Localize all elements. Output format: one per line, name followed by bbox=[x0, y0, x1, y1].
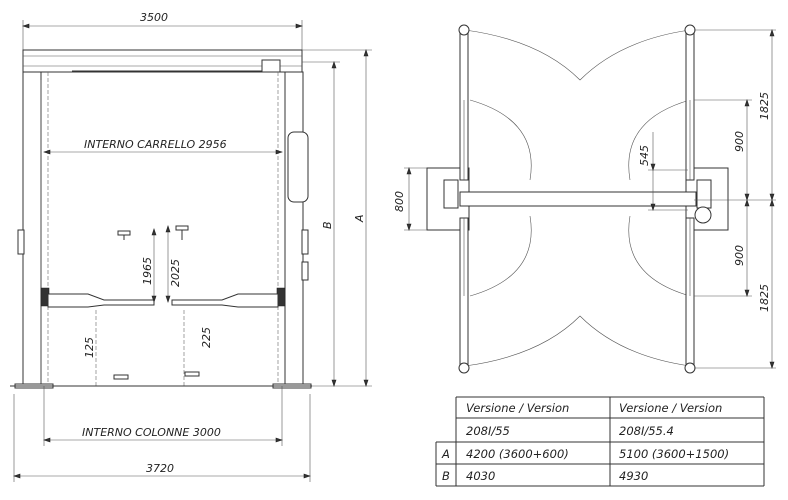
table-row-key-a: A bbox=[441, 447, 450, 461]
dim-inner-columns: INTERNO COLONNE 3000 bbox=[82, 426, 221, 439]
dim-overall-width: 3720 bbox=[146, 462, 174, 475]
table-row-a-value-1: 4200 (3600+600) bbox=[466, 447, 569, 461]
label-height-b: B bbox=[321, 221, 334, 229]
dim-min-height-short: 125 bbox=[83, 337, 96, 358]
dim-inner-carriage: INTERNO CARRELLO 2956 bbox=[84, 138, 227, 151]
dim-arm-inner-bottom: 900 bbox=[733, 245, 746, 266]
arms bbox=[47, 225, 279, 380]
front-view: 3500 A bbox=[10, 11, 372, 482]
table-row-a-value-2: 5100 (3600+1500) bbox=[619, 447, 729, 461]
dim-arm-inner-top: 900 bbox=[733, 131, 746, 152]
version-table: Versione / Version Versione / Version 20… bbox=[435, 396, 765, 487]
right-arms bbox=[684, 24, 696, 374]
left-column bbox=[14, 71, 54, 389]
table-row-b-value-1: 4030 bbox=[466, 469, 495, 483]
left-arms bbox=[458, 24, 470, 374]
top-crossbeam bbox=[459, 191, 697, 207]
top-beam bbox=[22, 49, 303, 73]
dim-max-height: 2025 bbox=[169, 259, 182, 287]
table-row-key-b: B bbox=[442, 469, 450, 483]
dim-base-width: 800 bbox=[393, 191, 406, 212]
top-view: 800 545 900 1825 900 1825 bbox=[393, 24, 776, 374]
dim-max-height-short: 1965 bbox=[141, 257, 154, 285]
dim-top-width: 3500 bbox=[140, 11, 168, 24]
dim-min-height: 225 bbox=[200, 327, 213, 348]
right-column bbox=[272, 71, 312, 389]
table-row-b-value-2: 4930 bbox=[619, 469, 648, 483]
dim-offset: 545 bbox=[638, 145, 651, 166]
table-model-1: 208I/55 bbox=[466, 424, 510, 438]
table-header-1: Versione / Version bbox=[466, 401, 569, 415]
table-model-2: 208I/55.4 bbox=[619, 424, 674, 438]
dim-arm-outer-top: 1825 bbox=[758, 92, 771, 120]
label-height-a: A bbox=[353, 214, 366, 223]
dim-arm-outer-bottom: 1825 bbox=[758, 284, 771, 312]
table-header-2: Versione / Version bbox=[619, 401, 722, 415]
